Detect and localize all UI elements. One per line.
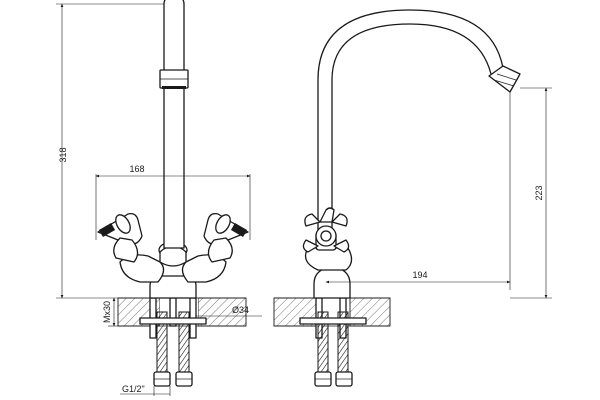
front-supply-hoses <box>139 297 207 387</box>
front-dimensions: 318 168 Mx30 Ø34 G1/2" <box>56 3 262 396</box>
dim-mount-diameter: Ø34 <box>232 305 249 315</box>
dim-mount-thread: Mx30 <box>102 301 112 323</box>
dim-handle-span: 168 <box>129 164 144 174</box>
dim-spout-reach: 194 <box>412 270 427 280</box>
side-view: 223 194 <box>273 9 552 387</box>
dim-hose-thread: G1/2" <box>122 384 145 394</box>
front-view: 318 168 Mx30 Ø34 G1/2" <box>56 0 262 396</box>
front-spout-column <box>159 0 189 249</box>
side-dimensions: 223 194 <box>325 87 552 299</box>
side-cross-handle <box>302 207 350 253</box>
side-supply-hoses <box>299 297 367 387</box>
dim-height-total: 318 <box>58 147 68 162</box>
side-gooseneck-spout <box>317 9 521 231</box>
front-right-handle <box>203 212 249 263</box>
front-left-handle <box>97 212 143 263</box>
dim-spout-height: 223 <box>534 185 544 200</box>
